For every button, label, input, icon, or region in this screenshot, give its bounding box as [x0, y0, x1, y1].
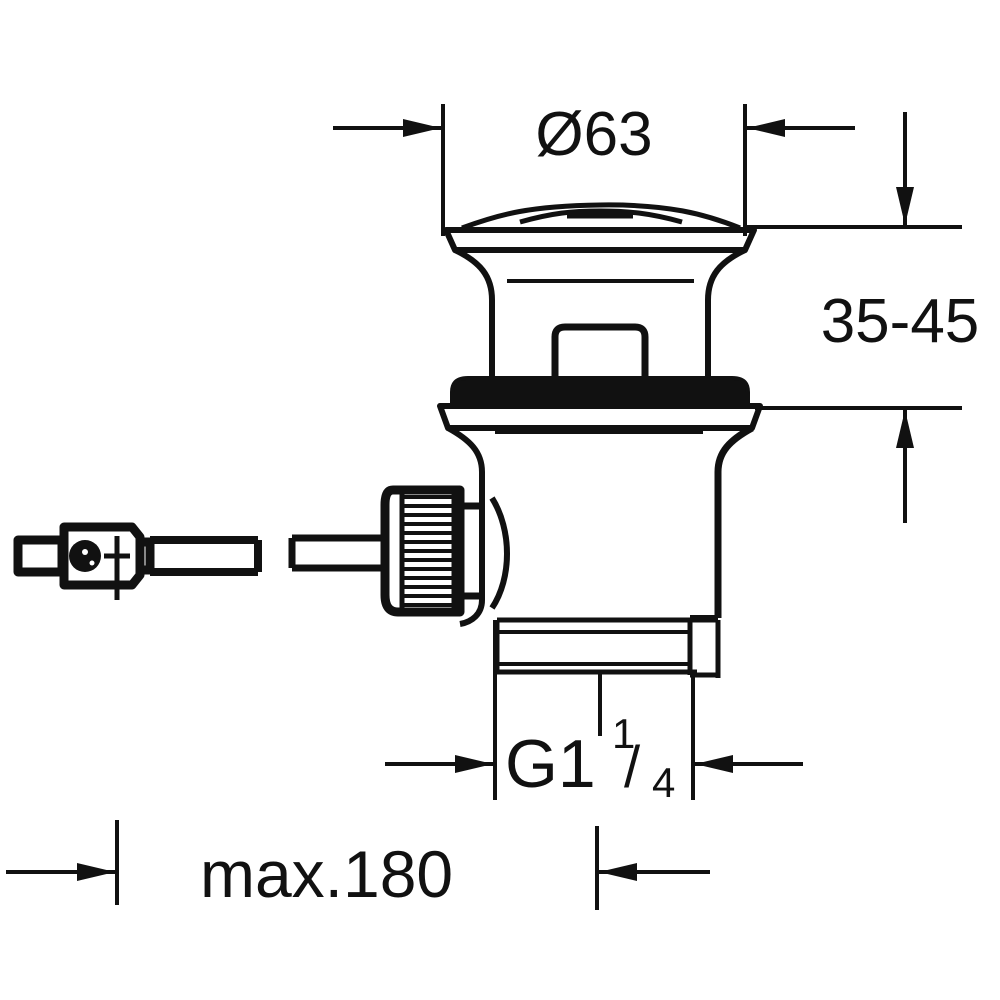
- dimension-label-max-180: max.180: [200, 837, 453, 911]
- dimension-thread-g114: G1 1 / 4: [385, 620, 803, 806]
- part-rod-clamp-detail: [13, 522, 262, 600]
- dimension-label-height-range: 35-45: [821, 287, 980, 356]
- dimension-diameter-63: Ø63: [333, 100, 855, 236]
- dimension-label-thread-slash: /: [624, 735, 641, 800]
- dimension-max-180: max.180: [6, 820, 710, 911]
- part-valve-body: [446, 424, 754, 627]
- part-threaded-outlet: [494, 617, 721, 678]
- part-top-cap: [443, 202, 757, 253]
- part-upper-neck: [453, 247, 747, 378]
- dimension-label-thread-main: G1: [505, 726, 596, 802]
- part-lift-rod-right: [288, 534, 385, 572]
- dimension-label-thread-numerator: 1: [612, 710, 635, 757]
- part-body-flange: [437, 403, 763, 431]
- dimension-label-thread-denominator: 4: [652, 759, 675, 806]
- part-knurled-knob: [380, 485, 482, 617]
- part-drain-slot: [551, 323, 649, 378]
- dimension-height-35-45: 35-45: [745, 112, 979, 523]
- part-sealing-gasket: [450, 376, 750, 407]
- dimension-label-diameter: Ø63: [535, 100, 652, 169]
